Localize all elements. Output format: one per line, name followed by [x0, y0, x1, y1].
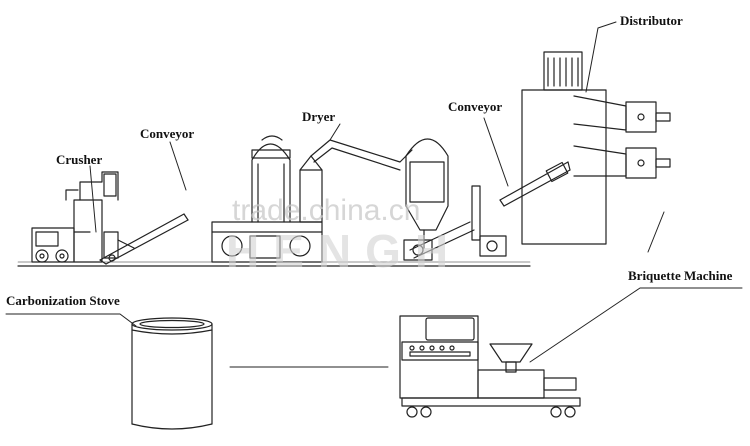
distributor [521, 51, 671, 245]
distributor-label: Distributor [620, 13, 683, 28]
dryer [211, 135, 449, 263]
conveyor-right-label: Conveyor [448, 99, 503, 114]
carbonization-stove-label: Carbonization Stove [6, 293, 120, 308]
crusher-label: Crusher [56, 152, 103, 167]
dryer-label: Dryer [302, 109, 336, 124]
conveyor-left [99, 213, 189, 265]
conveyor-right [403, 161, 571, 261]
briquette-machine [399, 315, 581, 418]
briquette-machine-label: Briquette Machine [628, 268, 733, 283]
conveyor-left-label: Conveyor [140, 126, 195, 141]
carbonization-stove [131, 317, 213, 430]
leader-lines [5, 21, 743, 368]
crusher [31, 171, 119, 263]
